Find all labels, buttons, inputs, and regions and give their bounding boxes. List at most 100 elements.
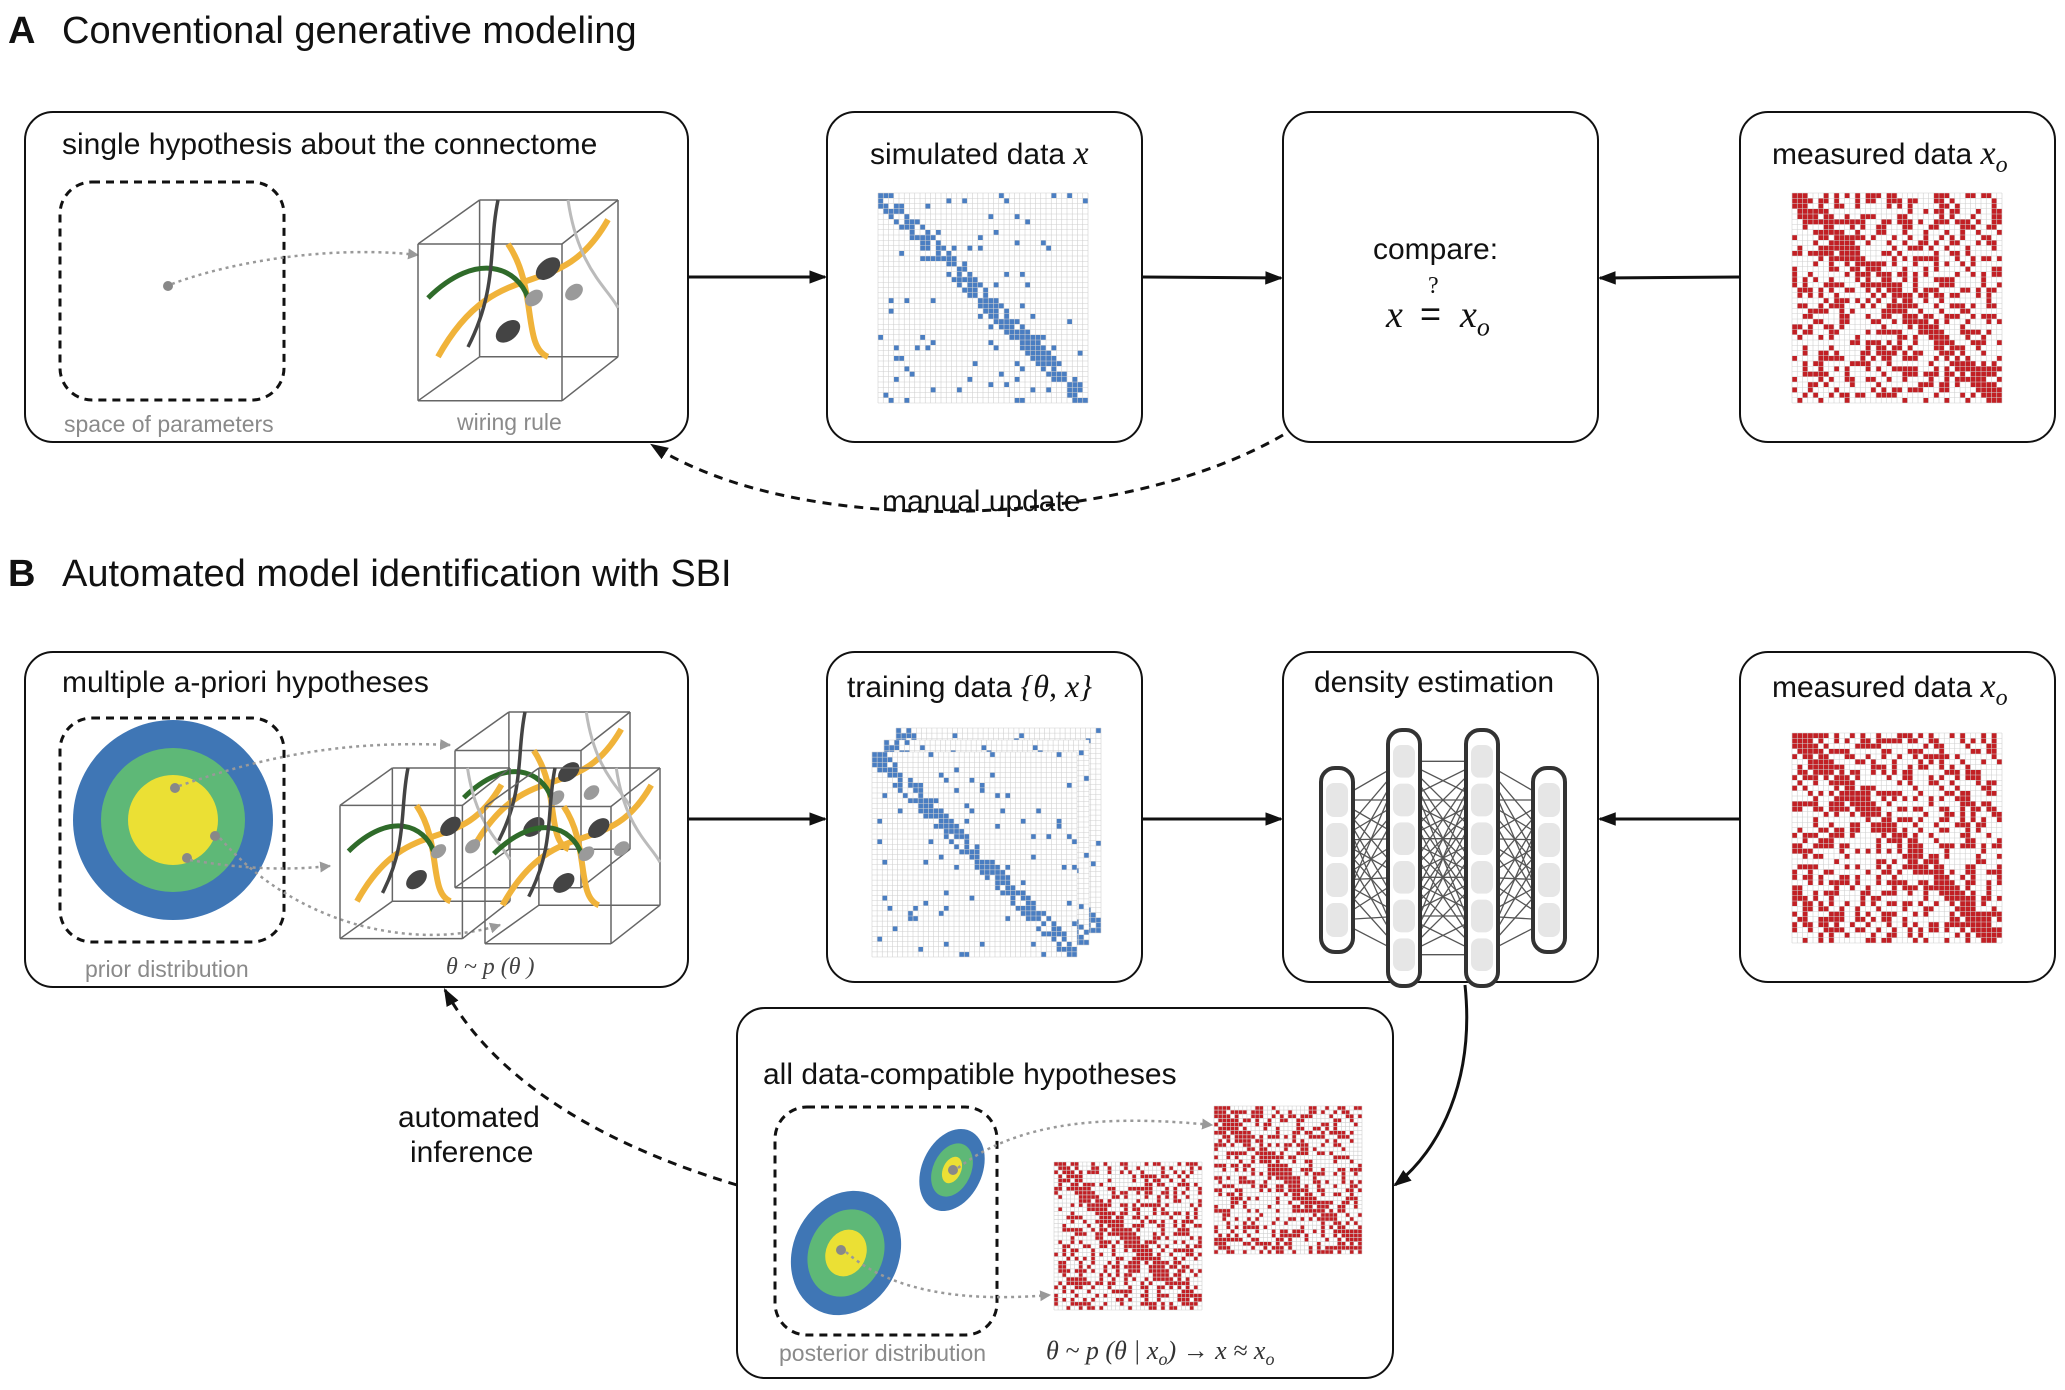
- measA-cell: [1975, 229, 1981, 235]
- post2-cell: [1312, 1208, 1317, 1213]
- measA-cell: [1907, 387, 1913, 393]
- sim-cell: [1025, 350, 1031, 356]
- post2-cell: [1238, 1192, 1243, 1197]
- post2-cell: [1234, 1233, 1239, 1238]
- post2-cell: [1226, 1151, 1231, 1156]
- measB-cell: [1954, 769, 1960, 775]
- parameter-point: [163, 281, 173, 291]
- measB-cell: [1839, 911, 1845, 917]
- post2-cell: [1320, 1225, 1325, 1230]
- measA-cell: [1986, 371, 1992, 377]
- train-mid-cell: [894, 740, 900, 746]
- measA-cell: [1839, 355, 1845, 361]
- measA-cell: [1918, 329, 1924, 335]
- measA-cell: [1975, 382, 1981, 388]
- post2-cell: [1251, 1245, 1256, 1250]
- train-front-cell: [887, 757, 893, 763]
- measB-cell: [1954, 796, 1960, 802]
- post2-cell: [1345, 1237, 1350, 1242]
- post1-cell: [1144, 1174, 1149, 1179]
- post2-cell: [1333, 1122, 1338, 1127]
- measA-cell: [1907, 208, 1913, 214]
- training-matrix-stack: [871, 727, 1102, 958]
- measB-cell: [1844, 843, 1850, 849]
- measA-cell: [1939, 350, 1945, 356]
- measB-cell: [1960, 832, 1966, 838]
- measA-cell: [1818, 219, 1824, 225]
- sim-cell: [899, 224, 905, 230]
- measB-cell: [1912, 738, 1918, 744]
- prior-sample-1: [170, 783, 180, 793]
- post1-cell: [1074, 1281, 1079, 1286]
- measB-cell: [1823, 906, 1829, 912]
- post2-cell: [1222, 1143, 1227, 1148]
- measB-cell: [1876, 848, 1882, 854]
- post1-cell: [1173, 1211, 1178, 1216]
- measB-cell: [1813, 764, 1819, 770]
- measA-cell: [1939, 345, 1945, 351]
- train-front-cell: [907, 916, 913, 922]
- measB-cell: [1818, 738, 1824, 744]
- train-front-cell: [974, 864, 980, 870]
- train-front-cell: [1046, 916, 1052, 922]
- measB-cell: [1865, 890, 1871, 896]
- post2-cell: [1292, 1229, 1297, 1234]
- measA-cell: [1849, 256, 1855, 262]
- train-front-cell: [1041, 931, 1047, 937]
- post1-cell: [1128, 1289, 1133, 1294]
- post1-cell: [1078, 1174, 1083, 1179]
- measA-cell: [1991, 303, 1997, 309]
- post1-cell: [1136, 1207, 1141, 1212]
- post1-cell: [1074, 1186, 1079, 1191]
- measB-cell: [1918, 932, 1924, 938]
- post1-cell: [1086, 1264, 1091, 1269]
- measB-cell: [1939, 874, 1945, 880]
- sim-cell: [1077, 350, 1083, 356]
- post2-cell: [1214, 1175, 1219, 1180]
- post2-cell: [1279, 1249, 1284, 1254]
- measB-cell: [1839, 927, 1845, 933]
- post2-cell: [1349, 1130, 1354, 1135]
- measB-cell: [1807, 901, 1813, 907]
- post1-cell: [1136, 1236, 1141, 1241]
- post1-cell: [1054, 1162, 1059, 1167]
- measB-cell: [1965, 864, 1971, 870]
- train-front-cell: [882, 793, 888, 799]
- post1-cell: [1074, 1178, 1079, 1183]
- train-front-cell: [1046, 834, 1052, 840]
- sim-cell: [951, 256, 957, 262]
- measB-cell: [1891, 911, 1897, 917]
- sim-cell: [946, 261, 952, 267]
- post1-cell: [1115, 1297, 1120, 1302]
- measB-cell: [1970, 874, 1976, 880]
- post2-cell: [1316, 1208, 1321, 1213]
- post1-cell: [1123, 1162, 1128, 1167]
- post1-cell: [1136, 1252, 1141, 1257]
- post1-cell: [1082, 1182, 1087, 1187]
- post1-cell: [1189, 1236, 1194, 1241]
- measA-cell: [1918, 256, 1924, 262]
- post1-cell: [1181, 1268, 1186, 1273]
- measB-cell: [1991, 927, 1997, 933]
- post2-cell: [1357, 1229, 1362, 1234]
- train-back-cell: [1095, 927, 1101, 933]
- measB-cell: [1823, 843, 1829, 849]
- measA-cell: [1844, 214, 1850, 220]
- post2-cell: [1349, 1118, 1354, 1123]
- measA-cell: [1870, 214, 1876, 220]
- measA-cell: [1981, 387, 1987, 393]
- cubeB3-edge: [610, 767, 661, 808]
- measA-cell: [1912, 371, 1918, 377]
- measA-cell: [1986, 392, 1992, 398]
- post2-cell: [1357, 1167, 1362, 1172]
- post2-cell: [1234, 1196, 1239, 1201]
- post2-cell: [1226, 1249, 1231, 1254]
- measB-cell: [1834, 885, 1840, 891]
- measA-cell: [1881, 371, 1887, 377]
- sim-cell: [983, 308, 989, 314]
- panel-a-title: Conventional generative modeling: [62, 10, 637, 52]
- post2-cell: [1242, 1167, 1247, 1172]
- post1-cell: [1152, 1231, 1157, 1236]
- measA-cell: [1865, 298, 1871, 304]
- cubeB3-soma: [613, 841, 630, 856]
